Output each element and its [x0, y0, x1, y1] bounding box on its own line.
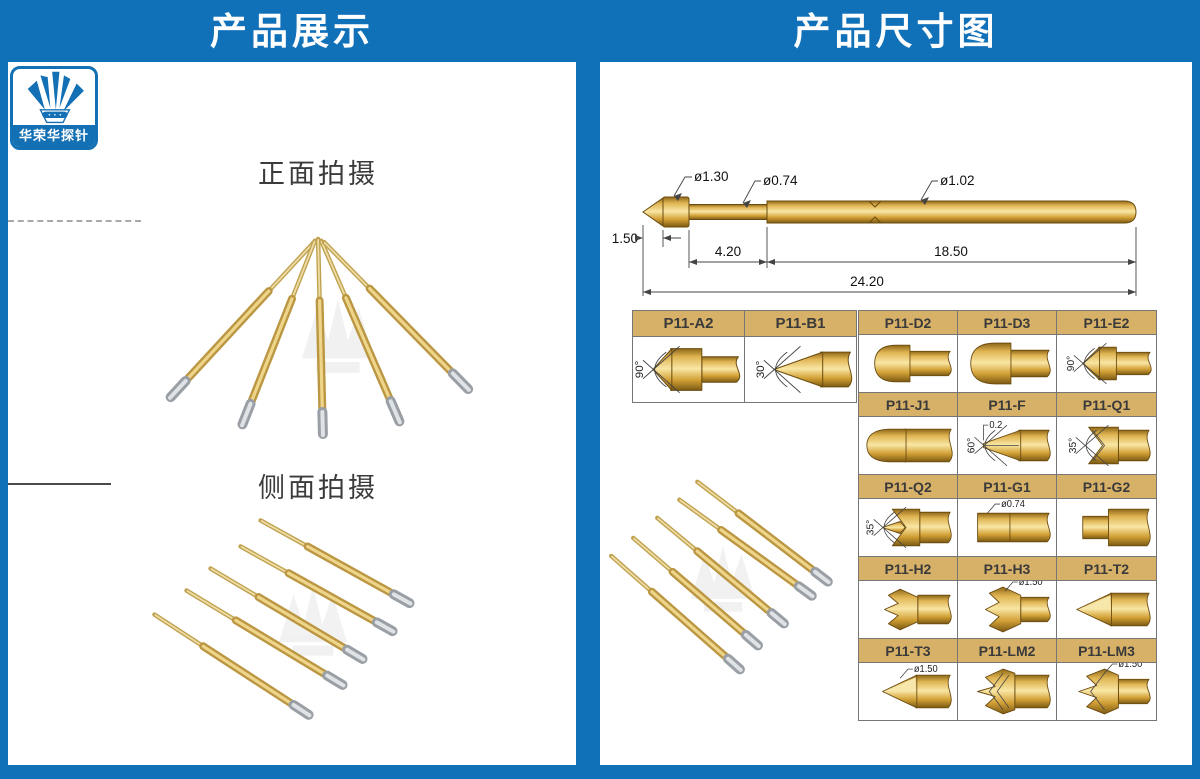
- probe-tip-cell: [958, 335, 1057, 393]
- svg-text:ø1.50: ø1.50: [1019, 581, 1043, 588]
- probe-tip-needle: 30°: [755, 345, 853, 394]
- dim-plunger-length: 4.20: [715, 244, 741, 259]
- probe-tip-cell: 90°: [1057, 335, 1157, 393]
- probe-tip-cell: 60° 0.2: [958, 417, 1057, 475]
- probe-tip-cell: [958, 663, 1057, 721]
- plunger-shaft: [688, 204, 768, 220]
- probe-model-label: P11-D2: [859, 311, 958, 335]
- probe-tip-crown2_mid: 35°: [866, 506, 952, 549]
- probe-model-label: P11-B1: [745, 311, 857, 337]
- brand-name: 华荣华探针: [13, 125, 95, 147]
- probe-tip-cell: [859, 581, 958, 639]
- svg-text:60°: 60°: [967, 438, 978, 453]
- probe-model-label: P11-E2: [1057, 311, 1157, 335]
- crown-logo-icon: [27, 71, 84, 124]
- probe-tip-cell: ø1.50: [958, 581, 1057, 639]
- dashed-leader-line: [8, 220, 141, 222]
- tip-cone: [642, 197, 664, 227]
- probe-model-label: P11-LM2: [958, 639, 1057, 663]
- probe-tip-chisel: 60° 0.2: [967, 420, 1051, 467]
- probe-tip-dome_large: [970, 342, 1051, 385]
- probe-model-label: P11-T3: [859, 639, 958, 663]
- svg-text:ø0.74: ø0.74: [1001, 499, 1025, 510]
- svg-text:30°: 30°: [755, 361, 767, 379]
- dim-total-length: 24.20: [850, 274, 884, 289]
- probe-tip-multicrown: [977, 668, 1051, 715]
- watermark-crown: [279, 586, 347, 656]
- product-display-panel: 华荣华探针 正面拍摄 侧面拍摄: [8, 62, 576, 765]
- probe-model-label: P11-G1: [958, 475, 1057, 499]
- probe-tip-flat_step: [1082, 508, 1151, 547]
- probe-tip-cell: [1057, 499, 1157, 557]
- brand-logo: 华荣华探针: [10, 66, 98, 150]
- probe-model-label: P11-T2: [1057, 557, 1157, 581]
- probe-model-label: P11-G2: [1057, 475, 1157, 499]
- probe-model-label: P11-A2: [633, 311, 745, 337]
- front-view-photo: [165, 236, 474, 440]
- dim-barrel-length: 18.50: [934, 244, 968, 259]
- probe-tip-cell: ø0.74: [958, 499, 1057, 557]
- probe-tip-dome: [874, 344, 952, 383]
- probe-tip-cone90_small: 90°: [1066, 342, 1152, 385]
- left-section-title: 产品展示: [210, 11, 374, 52]
- probe-tip-crown2: 35°: [1068, 424, 1151, 467]
- probe-group-photo: [609, 479, 833, 675]
- probe-tip-cone_sharp: [1076, 592, 1151, 627]
- probe-tip-cell: ø1.50: [859, 663, 958, 721]
- svg-text:35°: 35°: [1068, 438, 1079, 453]
- probe-model-label: P11-Q2: [859, 475, 958, 499]
- side-photo-label: 侧面拍摄: [258, 473, 378, 503]
- probe-model-label: P11-H3: [958, 557, 1057, 581]
- probe-tip-cell: ø1.50: [1057, 663, 1157, 721]
- probe-tip-multicrown_step: ø1.50: [1078, 663, 1151, 715]
- probe-tip-cell: 35°: [859, 499, 958, 557]
- dim-tip-diameter: ø1.30: [694, 169, 729, 184]
- front-photo-label: 正面拍摄: [258, 159, 378, 189]
- svg-text:ø1.50: ø1.50: [1118, 663, 1142, 670]
- barrel: [766, 200, 1137, 224]
- probe-model-label: P11-H2: [859, 557, 958, 581]
- probe-tip-cell: [859, 417, 958, 475]
- svg-text:ø1.50: ø1.50: [914, 664, 938, 675]
- svg-text:35°: 35°: [866, 520, 877, 535]
- probe-tip-cone_sharp_dim: ø1.50: [882, 664, 952, 709]
- dim-barrel-diameter: ø1.02: [940, 173, 975, 188]
- svg-text:90°: 90°: [634, 361, 646, 379]
- probe-tip-cell: 35°: [1057, 417, 1157, 475]
- probe-tip-dome_long: [866, 428, 953, 463]
- solid-leader-line: [8, 483, 111, 485]
- probe-tip-cone90: 90°: [634, 345, 741, 394]
- dim-tip-length: 1.50: [612, 231, 638, 246]
- probe-tip-cell: [859, 335, 958, 393]
- dimension-drawing: 1.50 4.20 18.50 24.20 ø1.30 ø0.74 ø1.02: [612, 169, 1137, 296]
- right-section-title: 产品尺寸图: [793, 11, 999, 52]
- probe-model-label: P11-F: [958, 393, 1057, 417]
- probe-model-label: P11-J1: [859, 393, 958, 417]
- svg-text:0.2: 0.2: [989, 420, 1002, 431]
- plunger-head: [662, 196, 690, 228]
- dimension-panel: 1.50 4.20 18.50 24.20 ø1.30 ø0.74 ø1.02 …: [600, 62, 1192, 765]
- probe-model-label: P11-Q1: [1057, 393, 1157, 417]
- probe-tip-flat: ø0.74: [977, 499, 1051, 543]
- probe-tip-cell: 90°: [633, 337, 745, 403]
- probe-model-label: P11-LM3: [1057, 639, 1157, 663]
- probe-tip-cell: [1057, 581, 1157, 639]
- side-view-photo: [152, 518, 415, 720]
- probe-model-label: P11-D3: [958, 311, 1057, 335]
- probe-tip-cell: 30°: [745, 337, 857, 403]
- probe-tip-serrated: [884, 588, 952, 631]
- probe-tip-serrated_step: ø1.50: [984, 581, 1051, 633]
- dim-plunger-diameter: ø0.74: [763, 173, 798, 188]
- svg-text:90°: 90°: [1066, 356, 1077, 371]
